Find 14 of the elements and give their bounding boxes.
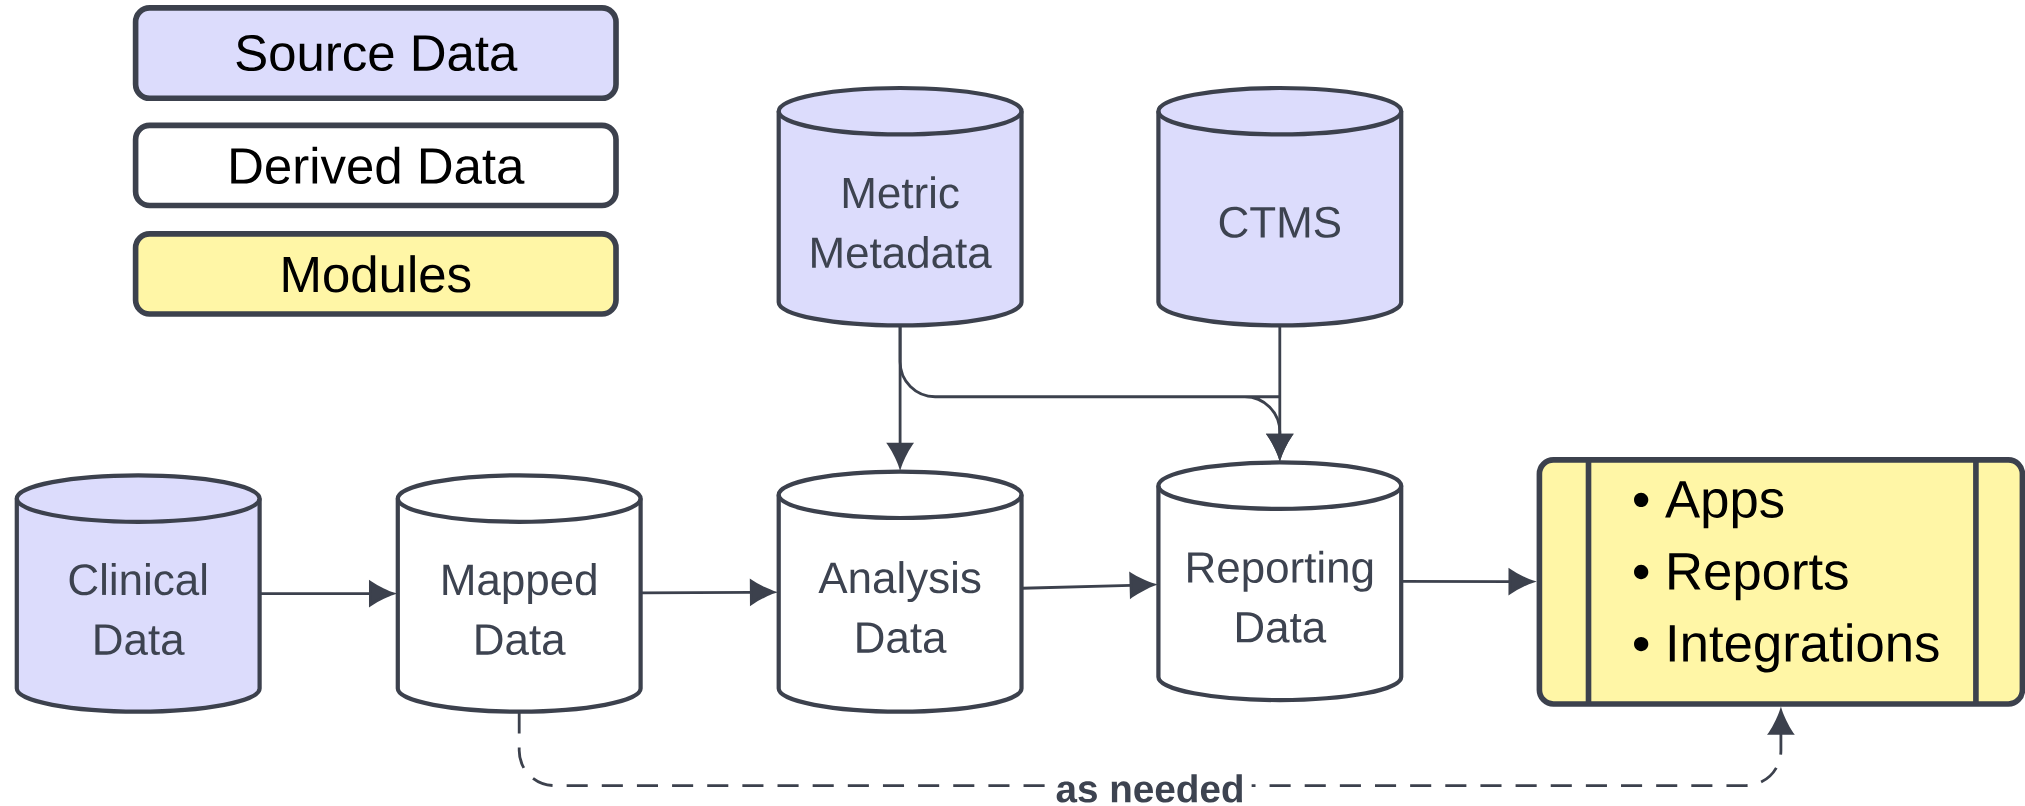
cylinder: Metric Metadata bbox=[776, 85, 1024, 328]
edge-label: as needed bbox=[1048, 767, 1252, 806]
module-box: • Apps • Reports • Integrations bbox=[1536, 457, 2025, 707]
legend-item: Derived Data bbox=[132, 122, 619, 209]
cylinder: Analysis Data bbox=[776, 469, 1024, 714]
cylinder: Mapped Data bbox=[395, 473, 643, 714]
cylinder: CTMS bbox=[1156, 85, 1404, 328]
cylinder: Reporting Data bbox=[1156, 460, 1404, 703]
arrow bbox=[641, 579, 775, 605]
arrow bbox=[260, 581, 395, 607]
legend-item: Modules bbox=[132, 231, 619, 317]
arrow bbox=[1267, 326, 1293, 459]
legend-item: Source Data bbox=[132, 5, 619, 102]
cylinder: Clinical Data bbox=[14, 473, 262, 714]
